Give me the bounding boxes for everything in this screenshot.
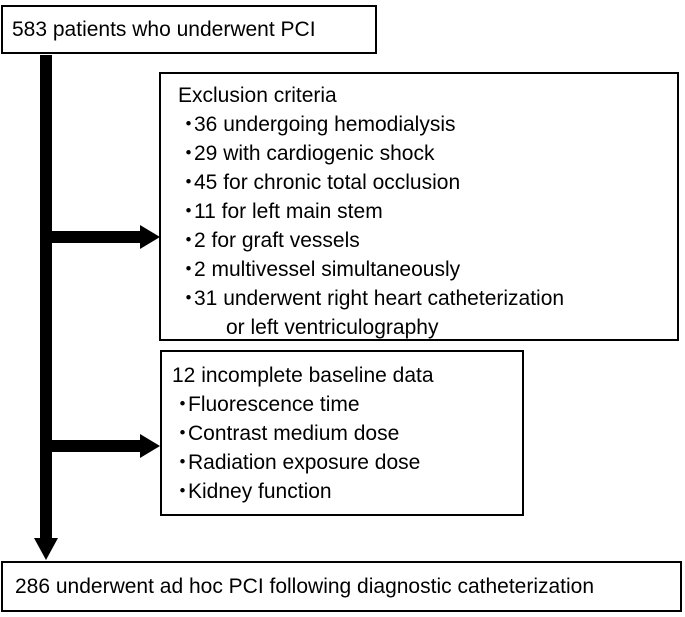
list-item-label: 36 undergoing hemodialysis: [194, 113, 456, 136]
incomplete-data-list: ・Fluorescence time ・Contrast medium dose…: [172, 390, 522, 506]
list-item-label: Kidney function: [188, 480, 332, 503]
list-item: ・31 underwent right heart catheterizatio…: [178, 284, 677, 313]
bullet: ・: [172, 451, 193, 474]
list-item: ・2 for graft vessels: [178, 226, 677, 255]
bottom-box: 286 underwent ad hoc PCI following diagn…: [1, 561, 682, 612]
list-item-label: 31 underwent right heart catheterization: [194, 287, 565, 310]
top-box: 583 patients who underwent PCI: [1, 5, 377, 54]
list-item: ・2 multivessel simultaneously: [178, 255, 677, 284]
main-vertical-arrow-shaft: [40, 55, 52, 540]
incomplete-data-title: 12 incomplete baseline data: [172, 364, 434, 387]
list-item: ・11 for left main stem: [178, 197, 677, 226]
list-item-label: Contrast medium dose: [188, 422, 400, 445]
list-item-label: 45 for chronic total occlusion: [194, 171, 461, 194]
incomplete-arrow-shaft: [52, 440, 142, 452]
list-item: ・36 undergoing hemodialysis: [178, 110, 677, 139]
bullet: ・: [178, 258, 199, 281]
bullet: ・: [172, 393, 193, 416]
list-item-label: Fluorescence time: [188, 393, 360, 416]
bullet: ・: [178, 142, 199, 165]
exclusion-criteria-title: Exclusion criteria: [178, 84, 337, 107]
top-box-label: 583 patients who underwent PCI: [12, 18, 316, 41]
list-item-label: Radiation exposure dose: [188, 451, 421, 474]
list-item: ・Contrast medium dose: [172, 419, 522, 448]
bullet: ・: [178, 200, 199, 223]
list-item-label: 29 with cardiogenic shock: [194, 142, 435, 165]
list-item: ・Radiation exposure dose: [172, 448, 522, 477]
list-item-label: 11 for left main stem: [194, 200, 383, 223]
bullet: ・: [178, 171, 199, 194]
incomplete-arrow-head: [140, 434, 160, 458]
exclusion-criteria-list: ・36 undergoing hemodialysis ・29 with car…: [178, 110, 677, 342]
bullet: ・: [178, 113, 199, 136]
bullet: ・: [178, 229, 199, 252]
list-item-continuation: or left ventriculography: [226, 316, 439, 339]
list-item: ・Fluorescence time: [172, 390, 522, 419]
incomplete-data-box: 12 incomplete baseline data ・Fluorescenc…: [160, 350, 524, 516]
exclusion-arrow-head: [140, 225, 160, 249]
list-item: ・Kidney function: [172, 477, 522, 506]
bullet: ・: [178, 287, 199, 310]
bullet: ・: [172, 422, 193, 445]
bottom-box-label: 286 underwent ad hoc PCI following diagn…: [15, 575, 595, 598]
list-item-label: 2 multivessel simultaneously: [194, 258, 461, 281]
list-item: ・45 for chronic total occlusion: [178, 168, 677, 197]
list-item: ・29 with cardiogenic shock: [178, 139, 677, 168]
exclusion-criteria-box: Exclusion criteria ・36 undergoing hemodi…: [159, 72, 679, 341]
bullet: ・: [172, 480, 193, 503]
exclusion-arrow-shaft: [52, 231, 142, 243]
main-vertical-arrow-head: [34, 538, 58, 560]
list-item-label: 2 for graft vessels: [194, 229, 360, 252]
